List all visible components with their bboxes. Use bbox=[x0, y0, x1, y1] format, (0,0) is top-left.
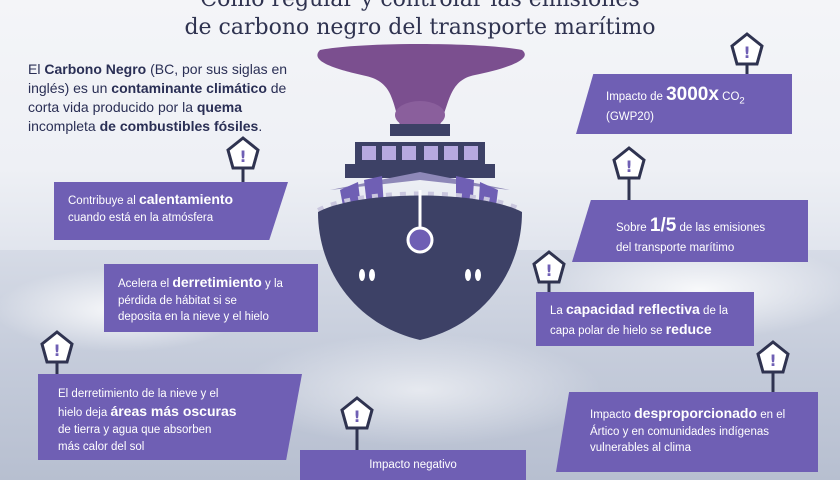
callout-impacto-negativo: Impacto negativo bbox=[300, 450, 526, 480]
callout-impacto-co2: Impacto de 3000x CO2 (GWP20) bbox=[576, 74, 792, 134]
ship-illustration bbox=[317, 44, 525, 340]
page-title: Cómo regular y controlar las emisiones d… bbox=[184, 0, 656, 40]
svg-text:!: ! bbox=[625, 157, 632, 176]
svg-text:!: ! bbox=[743, 43, 750, 62]
warning-sign-icon: ! bbox=[756, 340, 790, 400]
callout-desproporcionado: Impacto desproporcionado en el Ártico y … bbox=[556, 392, 818, 472]
warning-sign-icon: ! bbox=[340, 396, 374, 456]
callout-capacidad-reflectiva: La capacidad reflectiva de la capa polar… bbox=[536, 292, 754, 346]
svg-text:!: ! bbox=[53, 341, 60, 360]
callout-calentamiento: Contribuye al calentamiento cuando está … bbox=[54, 182, 288, 240]
smoke-cloud bbox=[317, 44, 525, 129]
warning-sign-icon: ! bbox=[612, 146, 646, 206]
svg-text:!: ! bbox=[239, 147, 246, 166]
svg-text:!: ! bbox=[769, 351, 776, 370]
callout-areas-oscuras: El derretimiento de la nieve y el hielo … bbox=[38, 374, 302, 460]
callout-un-quinto: Sobre 1/5 de las emisiones del transport… bbox=[572, 200, 808, 262]
intro-paragraph: El Carbono Negro (BC, por sus siglas en … bbox=[28, 61, 288, 135]
callout-derretimiento: Acelera el derretimiento y la pérdida de… bbox=[104, 264, 318, 332]
svg-text:!: ! bbox=[545, 261, 552, 280]
svg-text:!: ! bbox=[353, 407, 360, 426]
